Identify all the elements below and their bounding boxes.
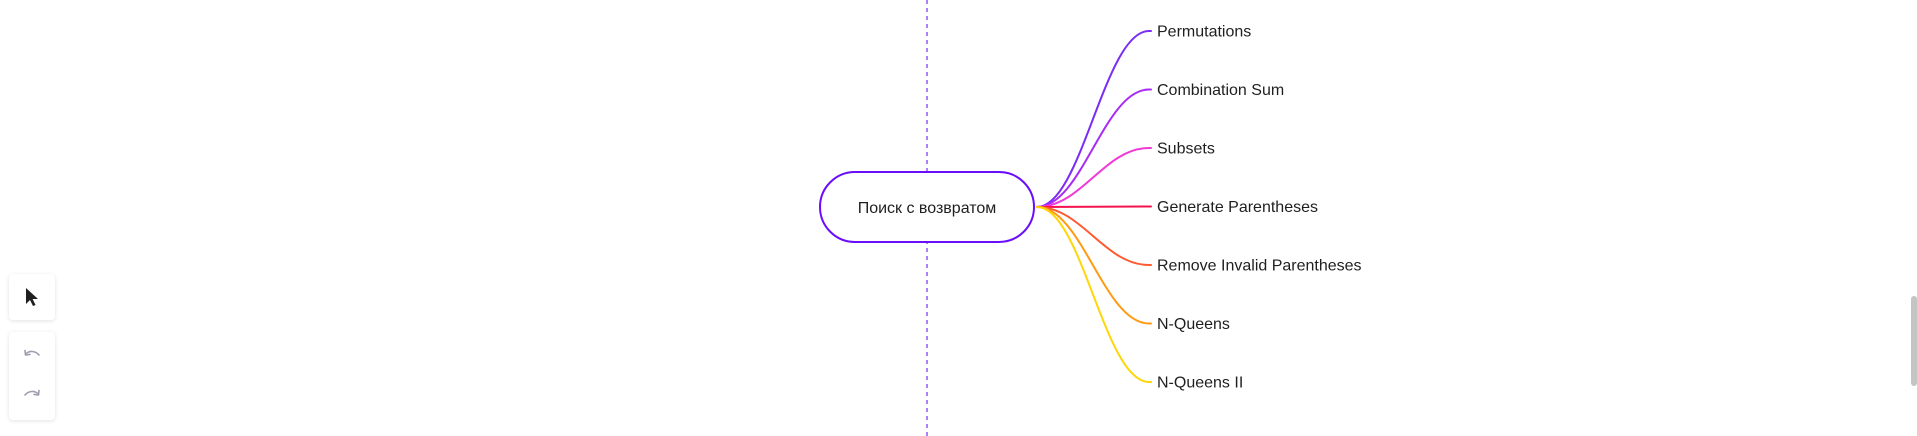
- branch-label: Subsets: [1157, 141, 1215, 158]
- branch-node[interactable]: N-Queens II: [1036, 206, 1243, 392]
- undo-icon: [24, 349, 40, 356]
- branch-node[interactable]: N-Queens: [1036, 206, 1230, 333]
- branch-connector: [1036, 147, 1152, 208]
- cursor-arrow-icon: [26, 288, 38, 306]
- branch-node[interactable]: Remove Invalid Parentheses: [1036, 206, 1362, 275]
- redo-button[interactable]: [14, 380, 50, 412]
- branch-connector: [1036, 206, 1152, 266]
- vertical-scrollbar-thumb[interactable]: [1911, 296, 1917, 386]
- branch-label: N-Queens II: [1157, 375, 1243, 392]
- root-node[interactable]: Поиск с возвратом: [819, 171, 1035, 243]
- branch-label: Combination Sum: [1157, 82, 1284, 99]
- branch-connector: [1036, 205, 1152, 208]
- redo-icon: [24, 389, 40, 396]
- branch-connector: [1036, 30, 1152, 208]
- branch-node[interactable]: Subsets: [1036, 141, 1215, 208]
- branch-label: Remove Invalid Parentheses: [1157, 258, 1362, 275]
- select-tool-button[interactable]: [14, 281, 50, 313]
- branch-node[interactable]: Combination Sum: [1036, 82, 1284, 208]
- root-node-label: Поиск с возвратом: [858, 200, 997, 217]
- branch-node[interactable]: Permutations: [1036, 24, 1251, 208]
- branch-connector: [1036, 206, 1152, 383]
- root-node-shape: [819, 171, 1035, 243]
- branch-connector: [1036, 88, 1152, 208]
- branch-connector: [1036, 206, 1152, 325]
- select-toolbar: [9, 274, 55, 320]
- branch-label: Generate Parentheses: [1157, 199, 1318, 216]
- branch-label: N-Queens: [1157, 316, 1230, 333]
- undo-button[interactable]: [14, 340, 50, 372]
- branch-label: Permutations: [1157, 24, 1251, 41]
- history-toolbar: [9, 332, 55, 420]
- branch-node[interactable]: Generate Parentheses: [1036, 199, 1318, 216]
